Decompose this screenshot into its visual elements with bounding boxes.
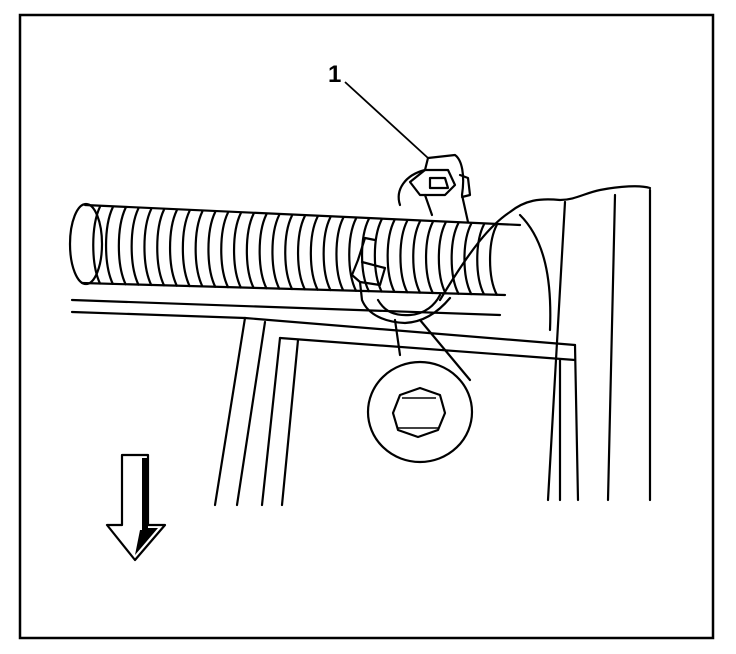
conduit-rib [463, 222, 473, 296]
conduit-rib [335, 216, 345, 292]
conduit-rib [271, 213, 281, 290]
conduit-rib [207, 210, 217, 288]
conduit-rib [233, 212, 242, 289]
conduit-rib [348, 217, 358, 292]
conduit-rib [105, 206, 114, 285]
conduit-rib [437, 221, 447, 295]
conduit-rib [169, 209, 178, 287]
lower-frame [70, 298, 580, 507]
conduit-rib [386, 219, 396, 293]
retainer-clip [350, 153, 472, 382]
conduit-rib [258, 213, 268, 290]
bolt-washer [366, 360, 474, 464]
conduit-rib [194, 210, 204, 288]
conduit-rib [322, 216, 332, 292]
conduit-rib [450, 222, 460, 295]
conduit-rib [361, 217, 370, 293]
down-arrow-icon [105, 453, 167, 562]
mounting-bracket [438, 185, 652, 502]
callout-1: 1 [328, 61, 429, 159]
conduit-rib [181, 209, 191, 288]
conduit-rib [245, 212, 255, 289]
callout-label: 1 [328, 61, 341, 88]
conduit-rib [412, 220, 422, 294]
conduit-rib [130, 207, 140, 286]
conduit-rib [284, 214, 294, 291]
conduit-rib [489, 223, 498, 296]
conduit-rib [399, 219, 409, 294]
conduit-rib [297, 215, 306, 291]
corrugated-conduit [68, 202, 522, 297]
conduit-rib [425, 220, 434, 295]
conduit-rib [156, 208, 166, 287]
conduit-rib [309, 215, 319, 291]
conduit-rib [117, 206, 127, 286]
conduit-rib [143, 207, 153, 287]
conduit-rib [220, 211, 230, 289]
callout-leader-line [344, 81, 429, 159]
conduit-rib [92, 205, 102, 285]
conduit-rib [476, 223, 486, 296]
